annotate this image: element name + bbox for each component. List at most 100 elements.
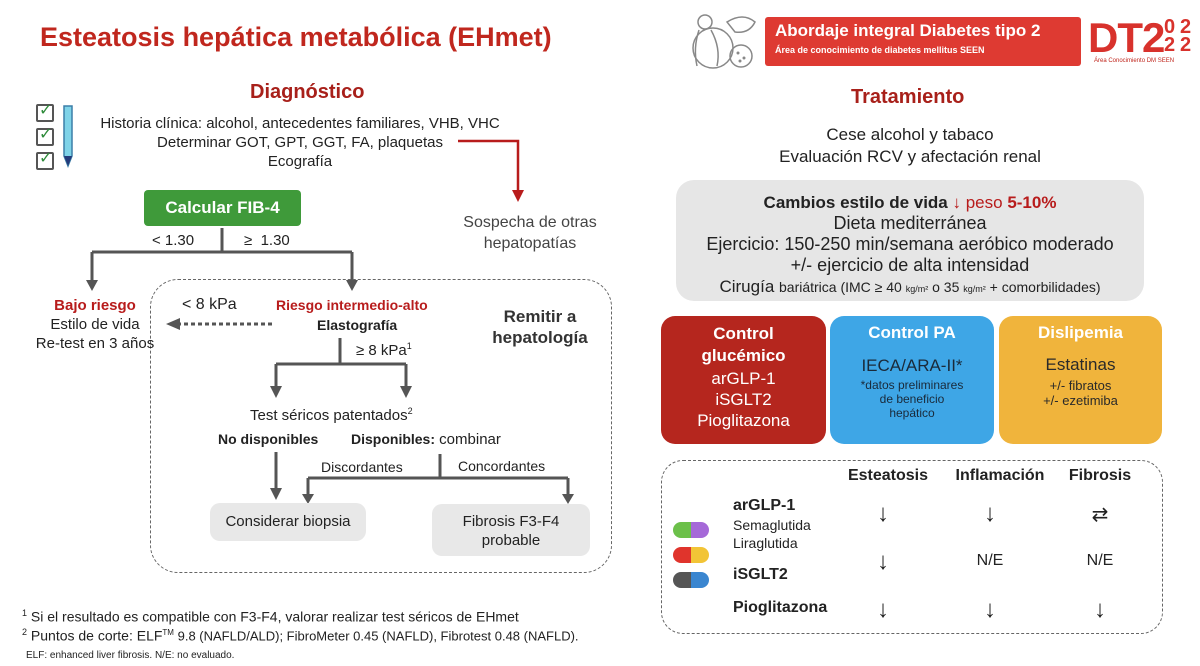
ge8-label: ≥ 8 kPa1 — [356, 341, 412, 359]
drug-glp1-sub: Liraglutida — [733, 535, 798, 551]
cell-glp1-inflamacion: ↓ — [984, 500, 996, 527]
test-sericos-text: Test séricos patentados — [250, 407, 408, 424]
card-dislipemia-title: Dislipemia — [1037, 323, 1124, 342]
banner: Abordaje integral Diabetes tipo 2 Área d… — [765, 17, 1081, 66]
cell-glp1-esteatosis: ↓ — [877, 500, 889, 527]
fib4-label: Calcular FIB-4 — [165, 198, 280, 217]
lt8-label: < 8 kPa — [182, 296, 237, 313]
diag-line-ecografia: Ecografía — [267, 153, 333, 170]
footnote-2-text-b: 9.8 (NAFLD/ALD); FibroMeter 0.45 (NAFLD)… — [173, 628, 579, 644]
cell-sglt2-inflamacion: N/E — [976, 552, 1004, 569]
footnote-1-sup: 1 — [22, 608, 28, 618]
card-dislipemia: Dislipemia Estatinas +/- fibratos +/- ez… — [999, 316, 1162, 444]
card-dislipemia-main: Estatinas — [1045, 355, 1116, 374]
banner-subtitle: Área de conocimiento de diabetes mellitu… — [775, 45, 985, 55]
cell-sglt2-fibrosis: N/E — [1086, 552, 1114, 569]
drug-glp1-sub: Semaglutida — [733, 517, 811, 533]
ejercicio-line: Ejercicio: 150-250 min/semana aeróbico m… — [706, 234, 1114, 254]
diagnostico-heading: Diagnóstico — [250, 81, 365, 103]
cirugia-unit1: kg/m² — [905, 284, 929, 294]
card-dislipemia-item: +/- ezetimiba — [1043, 393, 1118, 408]
combinar-text: combinar — [435, 431, 501, 448]
diagnostico-lines: Historia clínica: alcohol, antecedentes … — [80, 114, 520, 171]
dt2022-logo: DT2 0 2 2 2 Área Conocimiento DM SEEN — [1088, 14, 1200, 66]
tratamiento-line1: Cese alcohol y tabaco — [826, 125, 994, 144]
disponibles-text: Disponibles: — [351, 431, 436, 447]
cirugia-b: bariátrica (IMC ≥ 40 — [779, 279, 906, 295]
card-dislipemia-item: +/- fibratos — [1049, 378, 1112, 393]
fib4-box: Calcular FIB-4 — [144, 190, 301, 226]
card-glucemico-item: Pioglitazona — [697, 411, 790, 430]
cell-sglt2-esteatosis: ↓ — [877, 548, 889, 575]
ge130-label: ≥ 1.30 — [244, 232, 290, 249]
card-glucemico-item: iSGLT2 — [715, 390, 772, 409]
cambios-pct: 5-10% — [1007, 193, 1057, 212]
cell-pio-fibrosis: ↓ — [1094, 596, 1106, 623]
alta-line: +/- ejercicio de alta intensidad — [790, 255, 1030, 275]
card-glucemico: Control glucémico arGLP-1 iSGLT2 Pioglit… — [661, 316, 826, 444]
logo-year-0: 0 — [1164, 16, 1176, 38]
drug-pio: Pioglitazona — [733, 599, 828, 616]
cirugia-d: + comorbilidades) — [985, 279, 1101, 295]
discordantes-label: Discordantes — [321, 459, 403, 475]
biopsia-box: Considerar biopsia — [210, 503, 366, 541]
cirugia-c: o 35 — [928, 279, 964, 295]
tratamiento-line2: Evaluación RCV y afectación renal — [779, 147, 1041, 166]
remitir-label: Remitir a hepatología — [492, 307, 588, 347]
logo-year-2a: 2 — [1180, 16, 1192, 38]
bajo-riesgo-label: Bajo riesgo — [54, 297, 136, 314]
logo-year-2b: 2 — [1164, 34, 1176, 56]
concordantes-label: Concordantes — [458, 458, 546, 474]
riesgo-int-label: Riesgo intermedio-alto — [276, 297, 428, 313]
ge8-sup: 1 — [406, 341, 412, 351]
card-pa-main: IECA/ARA-II* — [861, 356, 963, 375]
bajo-riesgo-block: Bajo riesgo Estilo de vida Re-test en 3 … — [20, 296, 170, 353]
footnote-1-text: Si el resultado es compatible con F3-F4,… — [27, 608, 519, 625]
drug-sglt2: iSGLT2 — [733, 566, 788, 583]
retest-label: Re-test en 3 años — [35, 335, 155, 352]
card-glucemico-items: arGLP-1 iSGLT2 Pioglitazona — [661, 368, 826, 431]
footnote-1: 1 Si el resultado es compatible con F3-F… — [22, 608, 519, 625]
lt130-label: < 1.30 — [152, 232, 195, 249]
footnote-2-tm: TM — [162, 628, 174, 637]
no-disponibles-label: No disponibles — [218, 431, 319, 447]
effects-table-frame — [661, 460, 1163, 634]
cell-pio-inflamacion: ↓ — [984, 596, 996, 623]
tratamiento-heading: Tratamiento — [851, 86, 965, 108]
page-title: Esteatosis hepática metabólica (EHmet) — [40, 22, 552, 52]
cirugia-a: Cirugía — [719, 277, 779, 296]
table-header-fibrosis: Fibrosis — [1068, 467, 1132, 484]
footnote-2: 2 Puntos de corte: ELFTM 9.8 (NAFLD/ALD)… — [22, 627, 579, 644]
footnote-2-text-a: Puntos de corte: ELF — [27, 627, 163, 644]
fibrosis-box: Fibrosis F3-F4 probable — [432, 504, 590, 556]
logo-sub: Área Conocimiento DM SEEN — [1094, 58, 1175, 64]
test-sericos-sup: 2 — [407, 406, 413, 416]
ge8-text: ≥ 8 kPa — [356, 342, 407, 359]
estilo-vida-label: Estilo de vida — [50, 316, 140, 333]
card-pa: Control PA IECA/ARA-II* *datos prelimina… — [830, 316, 994, 444]
fibrosis-label: Fibrosis F3-F4 probable — [462, 513, 560, 549]
card-pa-title: Control PA — [868, 323, 956, 342]
sospecha-label: Sospecha de otras hepatopatías — [463, 214, 597, 252]
card-pa-note: *datos preliminares de beneficio hepátic… — [860, 378, 964, 420]
pill-icon-sglt2 — [673, 547, 709, 563]
disponibles-label: Disponibles: combinar — [351, 431, 501, 448]
pill-icon-glp1 — [673, 522, 709, 538]
diag-line-historia: Historia clínica: alcohol, antecedentes … — [100, 115, 500, 132]
card-glucemico-title: Control glucémico — [701, 324, 786, 365]
dashed-region — [150, 279, 612, 573]
cambios-text: Cambios estilo de vida — [763, 193, 953, 212]
biopsia-label: Considerar biopsia — [225, 513, 351, 530]
footnote-2-sup: 2 — [22, 627, 28, 637]
cambios-peso: ↓ peso — [952, 193, 1008, 212]
cirugia-line: Cirugía bariátrica (IMC ≥ 40 kg/m² o 35 … — [676, 276, 1144, 300]
cell-pio-esteatosis: ↓ — [877, 596, 889, 623]
test-sericos-label: Test séricos patentados2 — [250, 406, 413, 424]
logo-year-2c: 2 — [1180, 34, 1192, 56]
table-header-esteatosis: Esteatosis — [847, 467, 929, 484]
cirugia-unit2: kg/m² — [963, 284, 986, 294]
table-header-inflamacion: Inflamación — [955, 467, 1045, 484]
elastografia-label: Elastografía — [317, 317, 398, 333]
drug-glp1: arGLP-1 — [733, 497, 796, 514]
cell-glp1-fibrosis: ⇄ — [1091, 504, 1109, 526]
